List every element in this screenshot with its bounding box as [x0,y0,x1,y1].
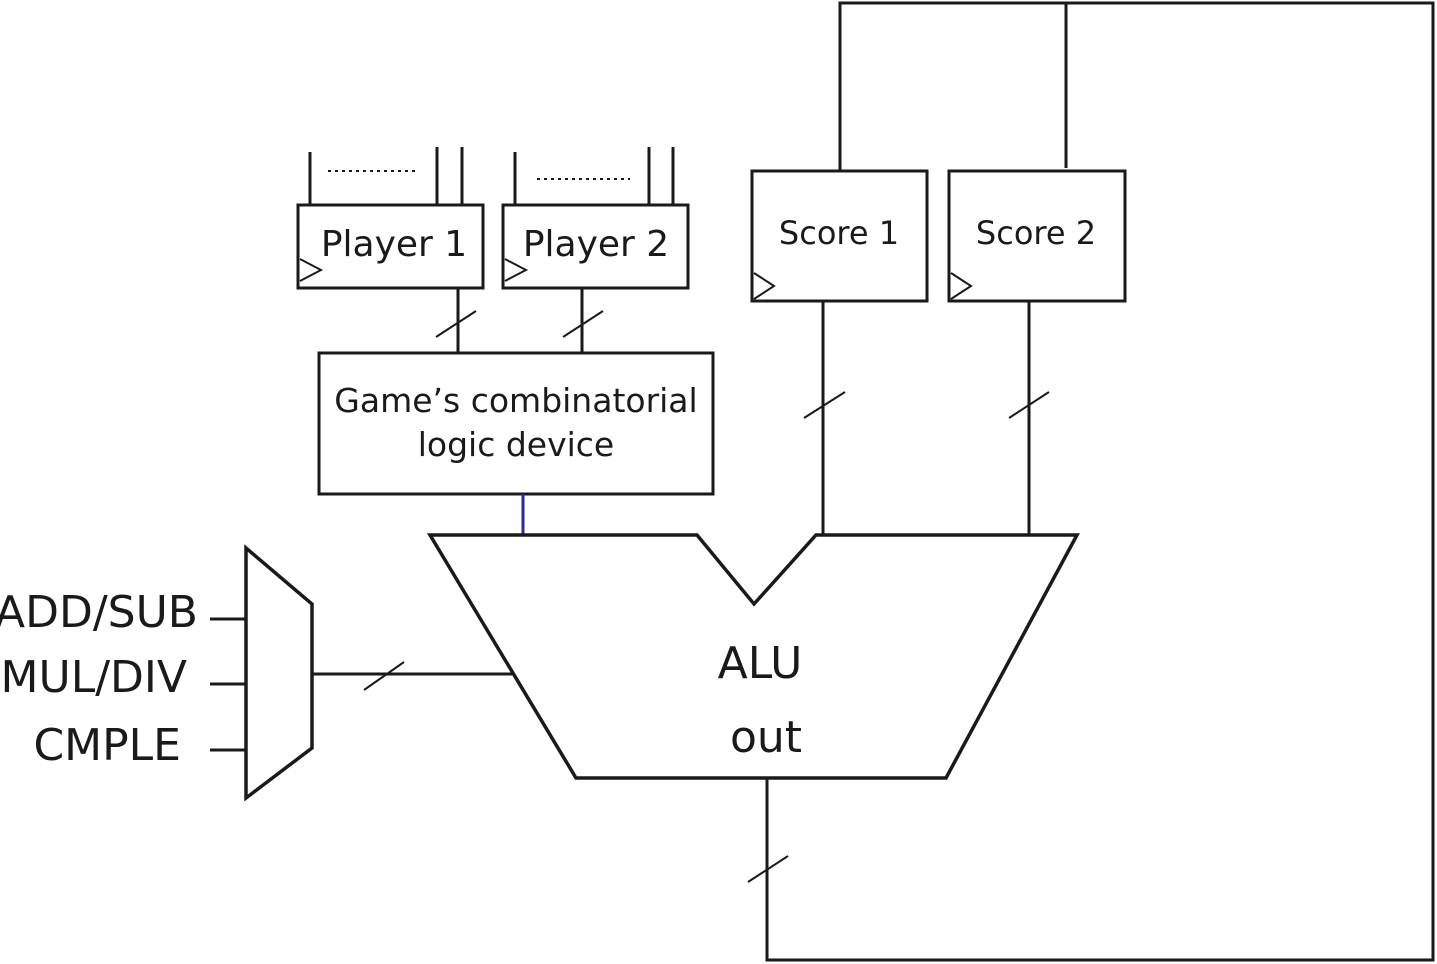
score1-label: Score 1 [779,214,899,252]
alu-label: ALU [718,638,803,689]
feedback-wire-score1 [765,1,1435,962]
bus-marker [435,310,477,338]
operation-label: CMPLE [33,720,181,771]
bus-marker [363,661,405,691]
bus-marker-alu-out [747,855,789,883]
bus-marker [562,310,604,338]
score2-register: Score 2 [947,169,1127,303]
alu-output-label: out [730,712,802,763]
operation-label: MUL/DIV [1,652,187,703]
score2-box [947,169,1127,303]
player1-label: Player 1 [321,224,467,265]
player2-box [501,203,690,290]
clock-triangle-icon [504,258,529,282]
score2-label: Score 2 [976,214,1096,252]
player2-inputs [513,147,675,204]
player1-inputs [308,147,464,204]
mux-shape [244,544,314,802]
score1-box [750,169,929,303]
logic-box [317,351,715,496]
operation-label: ADD/SUB [0,587,198,638]
clock-triangle-icon [299,258,324,282]
player1-box [296,203,485,290]
clock-triangle-icon [753,272,776,300]
score1-register: Score 1 [750,169,929,303]
bus-marker [803,391,846,419]
alu: ALU out [426,533,1080,780]
player2-label: Player 2 [523,224,669,265]
combinational-logic-block: Game’s combinatorial logic device [317,351,715,496]
logic-label-line2: logic device [418,425,615,464]
clock-triangle-icon [950,272,973,300]
feedback-wires [747,1,1435,962]
logic-label-line1: Game’s combinatorial [334,381,697,420]
alu-shape [426,533,1080,780]
player-buses [435,288,604,353]
bus-marker [1008,391,1050,419]
player1-register: Player 1 [296,203,485,290]
player2-register: Player 2 [501,203,690,290]
score-buses [803,301,1050,536]
operation-mux: ADD/SUB MUL/DIV CMPLE [0,544,512,802]
